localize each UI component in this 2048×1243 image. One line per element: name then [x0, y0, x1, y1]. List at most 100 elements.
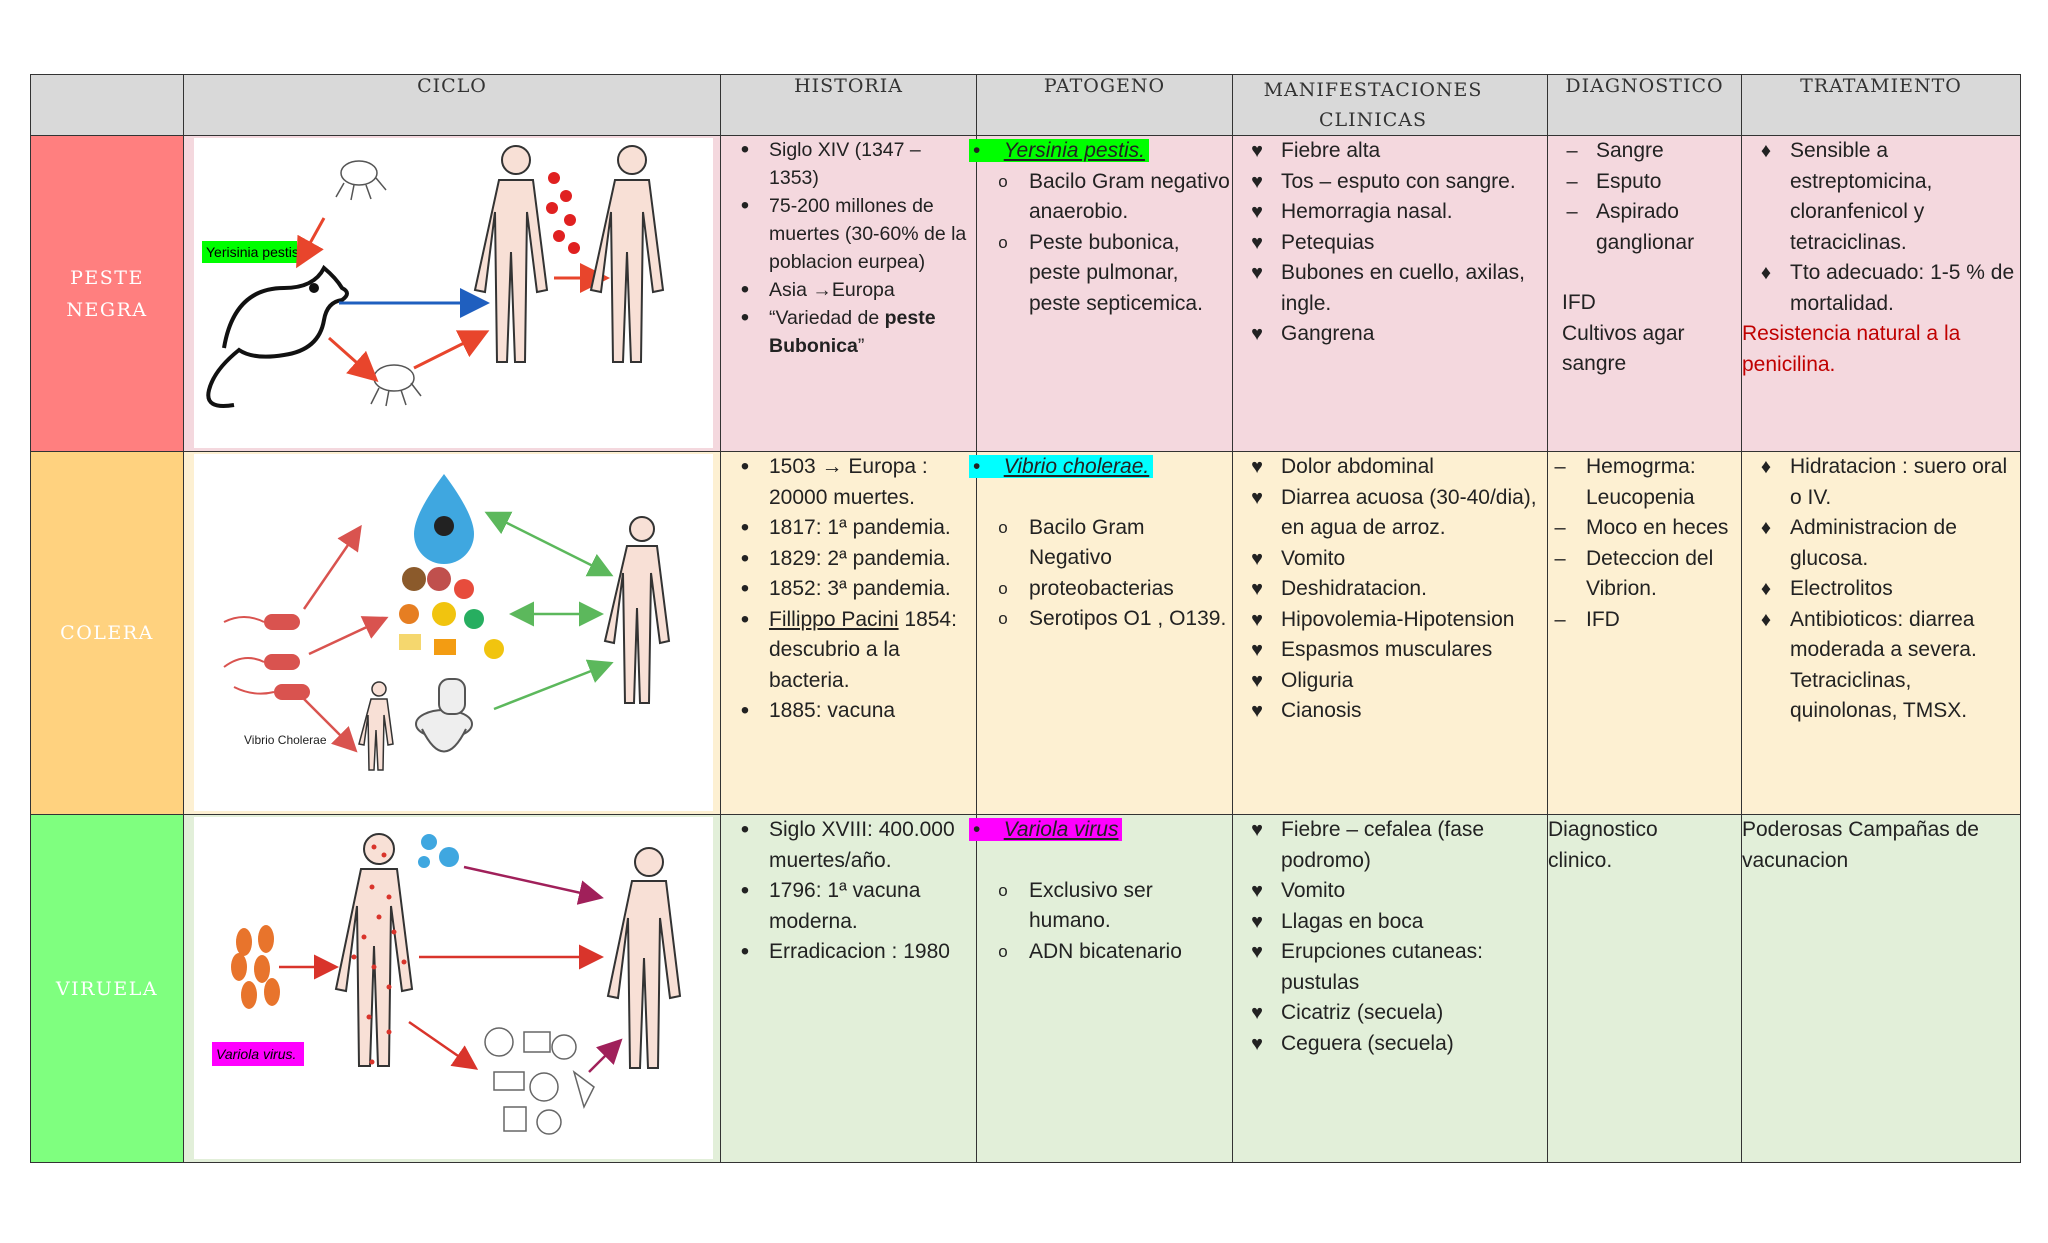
historia-item: •Erradicacion : 1980: [740, 938, 950, 965]
header-historia: HISTORIA: [720, 74, 977, 136]
ciclo-peste: Yerisinia pestis: [183, 135, 721, 452]
historia-pacini: Fillippo Pacini: [769, 607, 899, 631]
patogeno-text: ADN bicatenario: [1029, 939, 1182, 963]
historia-text: Siglo XIV (1347 – 1353): [769, 139, 921, 189]
diagnostico-text: Aspirado ganglionar: [1596, 200, 1695, 254]
bullet: •: [973, 139, 981, 162]
historia-text: 1503 → Europa : 20000 muertes.: [769, 455, 928, 509]
manifestacion-text: Gangrena: [1281, 322, 1375, 345]
yersinia-label: Yerisinia pestis: [206, 244, 299, 260]
header-manifestaciones: MANIFESTACIONES CLINICAS: [1232, 74, 1548, 136]
diagnostico-item: –IFD: [1554, 607, 1620, 631]
patogeno-text: proteobacterias: [1029, 576, 1174, 600]
objects-icon: [484, 1027, 595, 1135]
row-label-peste-text: PESTE NEGRA: [66, 266, 148, 321]
patogeno-name-line: • Variola virus: [969, 815, 1232, 846]
header-patogeno: PATOGENO: [976, 74, 1233, 136]
tratamiento-text: Hidratacion : suero oral o IV.: [1790, 455, 2008, 509]
diagnostico-text: Diagnostico clinico.: [1548, 818, 1658, 872]
historia-item: •75-200 millones de muertes (30-60% de l…: [740, 192, 967, 273]
tratamiento-viruela: Poderosas Campañas de vacunacion: [1741, 814, 2021, 1163]
historia-text: Siglo XVIII: 400.000 muertes/año.: [769, 818, 955, 872]
manifestacion-item: ♥Bubones en cuello, axilas, ingle.: [1251, 261, 1525, 315]
human-figure-icon: [358, 681, 394, 771]
manifestacion-item: ♥Dolor abdominal: [1251, 455, 1434, 478]
manifestacion-text: Petequias: [1281, 230, 1375, 254]
human-figure-icon: [606, 847, 682, 1069]
diagnostico-item: –Deteccion del Vibrion.: [1554, 546, 1714, 601]
historia-item: •“Variedad de peste Bubonica”: [740, 304, 936, 357]
patogeno-text: Serotipos O1 , O139.: [1029, 607, 1227, 630]
manifestacion-text: Espasmos musculares: [1281, 638, 1493, 661]
ciclo-colera: Vibrio Cholerae: [183, 451, 721, 815]
tratamiento-text: Administracion de glucosa.: [1790, 516, 1957, 570]
diagnostico-item: –Moco en heces: [1554, 516, 1729, 539]
colera-cycle-illustration: Vibrio Cholerae: [194, 454, 713, 811]
historia-text: 1885: vacuna: [769, 699, 896, 722]
header-empty: [30, 74, 184, 136]
virus-icon: [231, 925, 280, 1009]
viruela-cycle-illustration: Variola virus.: [194, 817, 713, 1159]
manifestacion-item: ♥Tos – esputo con sangre.: [1251, 169, 1516, 193]
historia-item: •Asia →Europa: [740, 276, 895, 303]
header-manifestaciones-text: MANIFESTACIONES CLINICAS: [1263, 79, 1483, 131]
bacteria-icon: [223, 614, 310, 700]
manifestacion-item: ♥Diarrea acuosa (30-40/dia), en agua de …: [1251, 485, 1537, 540]
skull-water-drop-icon: [414, 474, 474, 564]
historia-item: •1829: 2ª pandemia.: [740, 544, 951, 572]
historia-item: •Fillippo Pacini 1854: descubrio a la ba…: [740, 605, 957, 692]
variola-label-highlight: [212, 1042, 304, 1066]
ciclo-peste-figure: Yerisinia pestis: [184, 136, 720, 450]
manifestacion-text: Cicatriz (secuela): [1281, 1001, 1444, 1024]
diagnostico-text: Esputo: [1596, 169, 1662, 193]
manifestacion-text: Cianosis: [1281, 699, 1362, 722]
tratamiento-peste: ♦Sensible a estreptomicina, cloranfenico…: [1741, 135, 2021, 452]
diagnostico-item: –Hemogrma: Leucopenia: [1554, 455, 1696, 509]
manifestacion-text: Hemorragia nasal.: [1281, 200, 1453, 223]
historia-text: 1817: 1ª pandemia.: [769, 516, 951, 539]
header-ciclo: CICLO: [183, 74, 721, 136]
historia-text: Asia →Europa: [769, 279, 895, 301]
manifestaciones-peste: ♥Fiebre alta ♥Tos – esputo con sangre. ♥…: [1232, 135, 1548, 452]
manifestacion-text: Vomito: [1281, 879, 1346, 902]
historia-text: 1829: 2ª pandemia.: [769, 546, 951, 570]
historia-item: •1503 → Europa : 20000 muertes.: [740, 453, 928, 509]
manifestacion-item: ♥Fiebre alta: [1251, 139, 1381, 162]
infected-human-icon: [334, 833, 414, 1067]
vibrio-label: Vibrio Cholerae: [244, 733, 327, 747]
manifestacion-item: ♥Llagas en boca: [1251, 909, 1424, 933]
historia-bold: peste Bubonica: [769, 307, 936, 357]
manifestacion-text: Tos – esputo con sangre.: [1281, 169, 1516, 193]
manifestacion-text: Erupciones cutaneas: pustulas: [1281, 940, 1483, 994]
pustules-icon: [351, 844, 407, 1065]
manifestacion-item: ♥Vomito: [1251, 546, 1346, 570]
variola-label: Variola virus.: [216, 1046, 296, 1062]
historia-text: 1852: 3ª pandemia.: [769, 577, 951, 600]
historia-colera: •1503 → Europa : 20000 muertes. •1817: 1…: [720, 451, 977, 815]
tratamiento-text: Tto adecuado: 1-5 % de mortalidad.: [1790, 261, 2015, 315]
tratamiento-colera: ♦Hidratacion : suero oral o IV. ♦Adminis…: [1741, 451, 2021, 815]
flea-icon: [370, 364, 422, 407]
diagnostico-viruela: Diagnostico clinico.: [1547, 814, 1742, 1163]
diagnostico-text: Moco en heces: [1586, 516, 1729, 539]
historia-text: ”: [857, 335, 865, 357]
manifestacion-item: ♥Petequias: [1251, 230, 1375, 254]
patogeno-name-line: • Yersinia pestis.: [969, 136, 1232, 167]
diagnostico-text: Deteccion del Vibrion.: [1586, 546, 1714, 601]
diagnostico-peste: –Sangre –Esputo –Aspirado ganglionar IFD…: [1547, 135, 1742, 452]
manifestacion-item: ♥Cianosis: [1251, 699, 1362, 722]
food-icon: [399, 567, 504, 659]
patogeno-text: Bacilo Gram negativo anaerobio.: [1029, 169, 1230, 224]
manifestacion-item: ♥Gangrena: [1251, 322, 1375, 345]
tratamiento-item: ♦Tto adecuado: 1-5 % de mortalidad.: [1760, 261, 2015, 315]
manifestacion-item: ♥Fiebre – cefalea (fase podromo): [1251, 818, 1485, 872]
peste-cycle-illustration: Yerisinia pestis: [194, 138, 713, 448]
manifestacion-text: Llagas en boca: [1281, 909, 1424, 933]
header-tratamiento: TRATAMIENTO: [1741, 74, 2021, 136]
diagnostico-item: –Aspirado ganglionar: [1566, 200, 1695, 254]
human-figure-icon: [589, 145, 665, 363]
